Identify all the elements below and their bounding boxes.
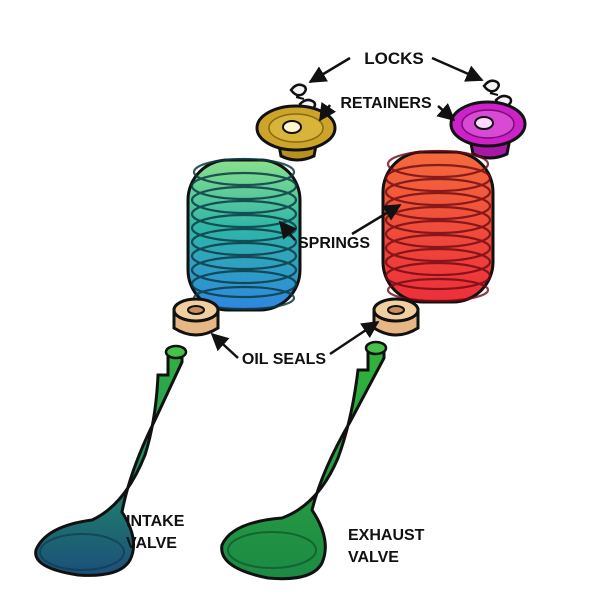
intake-oil-seal-icon xyxy=(172,297,220,337)
intake-retainer-icon xyxy=(255,104,337,162)
retainers-arrow-right xyxy=(436,103,456,122)
exhaust-label-line2: VALVE xyxy=(348,549,399,566)
retainers-label: RETAINERS xyxy=(340,95,432,112)
intake-label-line2: VALVE xyxy=(126,535,177,552)
intake-label-line1: INTAKE xyxy=(126,513,185,530)
locks-arrow-right xyxy=(431,56,484,82)
retainers-arrow-left xyxy=(318,102,337,122)
springs-arrow-left xyxy=(278,220,297,241)
oil-seals-label: OIL SEALS xyxy=(242,351,326,368)
exhaust-spring-icon xyxy=(381,149,495,304)
locks-label: LOCKS xyxy=(364,49,424,68)
exhaust-label-line1: EXHAUST xyxy=(348,527,425,544)
locks-arrow-left xyxy=(308,56,351,84)
callout-arrows xyxy=(210,56,484,359)
intake-spring-icon xyxy=(186,157,302,312)
exhaust-retainer-icon xyxy=(449,100,527,160)
exhaust-oil-seal-icon xyxy=(372,297,420,337)
springs-arrow-right xyxy=(351,203,402,236)
oil-seals-arrow-right xyxy=(329,320,380,356)
intake-valve-icon xyxy=(34,344,188,577)
springs-label: SPRINGS xyxy=(298,235,370,252)
oil-seals-arrow-left xyxy=(210,332,239,359)
exhaust-valve-icon xyxy=(220,340,388,581)
